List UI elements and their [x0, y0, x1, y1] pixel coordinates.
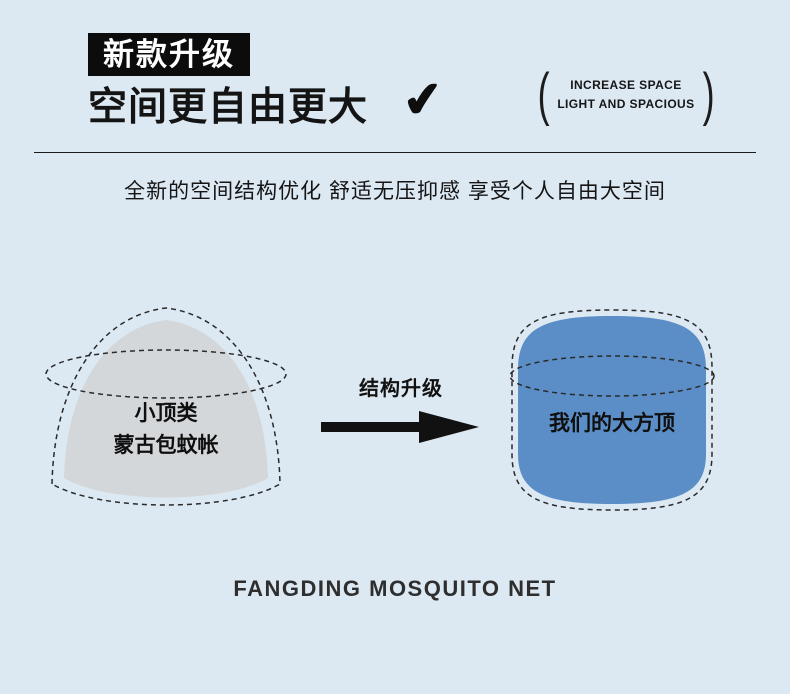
right-arrow-icon	[321, 411, 479, 443]
yurt-label: 小顶类 蒙古包蚊帐	[42, 398, 290, 461]
upgrade-arrow-label: 结构升级	[359, 378, 443, 400]
header-divider	[34, 152, 756, 153]
open-paren-glyph: (	[537, 62, 550, 127]
yurt-label-line2: 蒙古包蚊帐	[113, 433, 219, 457]
square-top-label: 我们的大方顶	[549, 412, 675, 435]
subtitle-text: 全新的空间结构优化 舒适无压抑感 享受个人自由大空间	[124, 180, 666, 203]
brand-footer: FANGDING MOSQUITO NET	[233, 576, 557, 601]
yurt-dashed-ellipse	[45, 349, 287, 399]
checkmark-icon: ✔	[400, 72, 446, 129]
upgrade-arrow-block: 结构升级	[316, 372, 486, 451]
english-tagline: ( INCREASE SPACE LIGHT AND SPACIOUS )	[534, 66, 718, 124]
square-dashed-outline	[511, 309, 713, 511]
tagline-text: INCREASE SPACE LIGHT AND SPACIOUS	[557, 76, 694, 113]
square-top-shape: 我们的大方顶	[508, 306, 716, 514]
yurt-net-shape: 小顶类 蒙古包蚊帐	[42, 296, 290, 518]
yurt-dome-fill	[64, 320, 268, 498]
yurt-label-line1: 小顶类	[134, 402, 198, 425]
square-top-fill	[518, 316, 706, 504]
page-title: 空间更自由更大	[88, 86, 369, 129]
yurt-dome-graphic	[45, 307, 287, 506]
close-paren-glyph: )	[702, 62, 715, 127]
square-top-graphic	[509, 309, 715, 511]
new-upgrade-badge: 新款升级	[88, 33, 250, 76]
tagline-line2: LIGHT AND SPACIOUS	[557, 97, 695, 111]
tagline-line1: INCREASE SPACE	[570, 78, 682, 93]
yurt-dashed-outline	[51, 307, 281, 506]
square-dashed-ellipse	[509, 355, 715, 397]
